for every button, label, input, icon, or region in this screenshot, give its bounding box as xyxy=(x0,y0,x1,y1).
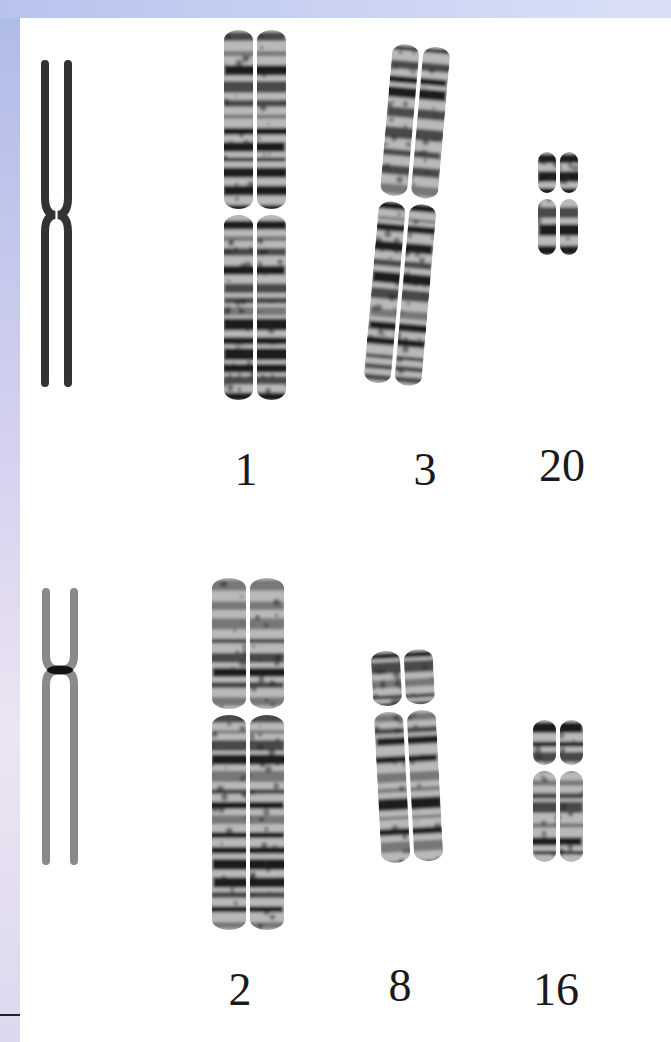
chromosome-number: 8 xyxy=(389,963,412,1009)
banded-chromosome xyxy=(534,148,583,259)
chromosome-number: 20 xyxy=(539,443,585,489)
slide-rule xyxy=(0,1014,20,1016)
chromosome-number: 1 xyxy=(235,447,258,493)
chromosome-number: 3 xyxy=(414,447,437,493)
centromere xyxy=(47,666,73,675)
banded-chromosomes xyxy=(207,26,587,934)
metacentric-schematic xyxy=(45,64,68,383)
slide-top-bar xyxy=(0,0,671,18)
banded-chromosome xyxy=(219,26,290,404)
banded-chromosome xyxy=(365,644,448,873)
banded-chromosome xyxy=(358,39,456,392)
banded-chromosome xyxy=(528,716,587,866)
chromosome-number: 16 xyxy=(533,967,579,1013)
banded-chromosome xyxy=(207,574,289,934)
slide-background xyxy=(0,0,20,1042)
chromosome-number: 2 xyxy=(229,967,252,1013)
submetacentric-schematic xyxy=(46,592,74,861)
